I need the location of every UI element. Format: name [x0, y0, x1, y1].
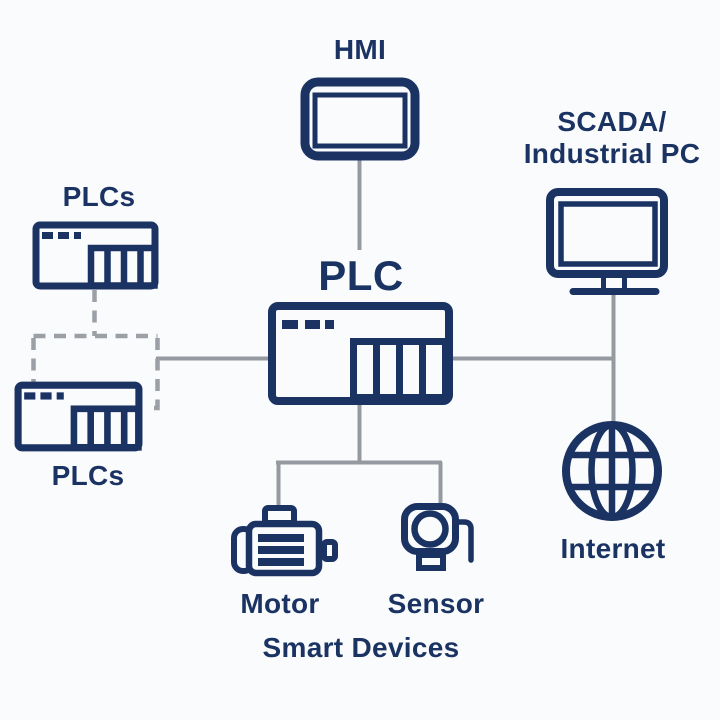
dashed-right-down: [146, 338, 160, 411]
motor-icon: [231, 505, 338, 577]
sensor-lens: [411, 510, 449, 548]
plcs-bottom-icon: [14, 381, 143, 452]
scada-label: SCADA/ Industrial PC: [524, 106, 701, 170]
plc-main-label: PLC: [318, 252, 404, 299]
smart-devices-caption: Smart Devices: [262, 632, 460, 663]
hmi-label: HMI: [333, 34, 387, 65]
internet-globe-icon: [562, 421, 662, 521]
scada-label-line2: Industrial PC: [523, 138, 701, 170]
hmi-icon: [300, 77, 420, 161]
sensor-label: Sensor: [387, 588, 485, 619]
motor-label: Motor: [240, 588, 320, 619]
scada-monitor-icon: [546, 188, 668, 295]
sensor-icon: [401, 503, 474, 571]
scada-label-line1: SCADA/: [557, 106, 667, 137]
plcs-bottom-label: PLCs: [51, 460, 125, 491]
internet-label: Internet: [560, 533, 666, 564]
plcs-top-label: PLCs: [62, 181, 136, 212]
hmi-screen: [312, 92, 408, 149]
plc-main-icon: [268, 302, 453, 405]
plcs-top-icon: [32, 221, 159, 290]
scada-screen: [558, 201, 658, 267]
